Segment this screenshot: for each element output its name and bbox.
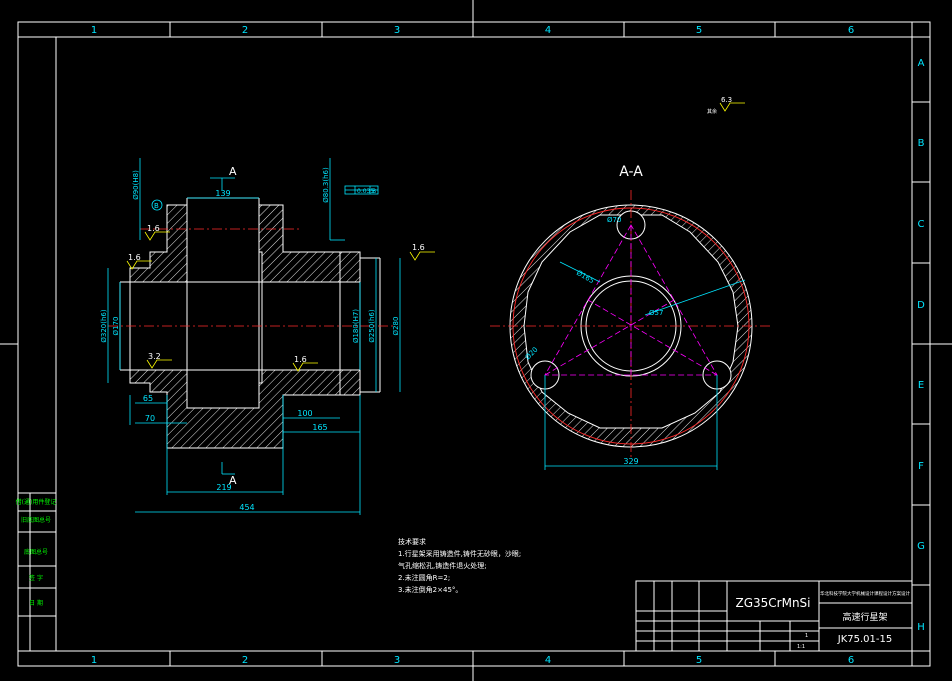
col-label: 2 xyxy=(242,25,248,36)
roughness-value: 1.6 xyxy=(128,253,141,262)
dim-100: 100 xyxy=(297,409,312,418)
row-label: D xyxy=(917,300,925,311)
tolerance-value: 0.035 xyxy=(357,188,374,195)
strip-label: 底图总号 xyxy=(24,548,48,556)
col-label: 4 xyxy=(545,25,551,36)
dim-v: Ø280 xyxy=(392,317,400,336)
dim-70: Ø70 xyxy=(607,216,621,224)
row-label: F xyxy=(918,461,924,472)
strip-label: 旧底图总号 xyxy=(21,516,51,524)
section-a-a-view: A-A 329 Ø70 Ø165 Ø57 xyxy=(490,164,772,470)
col-label: 1 xyxy=(91,25,97,36)
col-label: 5 xyxy=(696,25,702,36)
notes-line: 1.行星架采用铸造件,铸件无砂眼，沙眼; xyxy=(398,549,521,558)
col-label: 3 xyxy=(394,655,400,666)
tech-notes: 技术要求 1.行星架采用铸造件,铸件无砂眼，沙眼; 气孔缩松孔,铸造件退火处理;… xyxy=(398,537,521,594)
school-name: 华北科技学院大学机械设计课程设计方案设计 xyxy=(820,590,910,597)
section-hatch xyxy=(129,204,361,449)
col-label: 5 xyxy=(696,655,702,666)
dim-v: Ø250(h6) xyxy=(368,309,376,342)
count: 1 xyxy=(805,633,808,639)
datum-label: B xyxy=(154,202,159,210)
col-label: 6 xyxy=(848,655,854,666)
rough-other-value: 6.3 xyxy=(721,96,732,104)
roughness-value: 3.2 xyxy=(148,352,161,361)
dim-v: Ø90(H8) xyxy=(132,170,140,200)
row-label: H xyxy=(917,622,925,633)
strip-label: 借(通)用件登记 xyxy=(16,498,57,506)
drawing-number: JK75.01-15 xyxy=(837,634,892,645)
dim-v: Ø320(h6) xyxy=(100,309,108,342)
dim-139: 139 xyxy=(215,189,230,198)
material: ZG35CrMnSi xyxy=(735,596,810,610)
rough-other-label: 其余 xyxy=(707,108,717,115)
row-label: E xyxy=(918,380,924,391)
dim-v: Ø170 xyxy=(112,317,120,336)
dim-329: 329 xyxy=(623,457,638,466)
frame-column-labels-top: 1 2 3 4 5 6 xyxy=(91,25,854,36)
dim-v: Ø80.3(h6) xyxy=(322,167,330,203)
section-title: A-A xyxy=(619,164,643,180)
frame-row-labels: A B C D E F G H xyxy=(917,58,925,633)
front-view: A A B 1.6 1.6 3.2 1.6 1.6 139 65 70 100 … xyxy=(100,102,745,515)
dim-165: 165 xyxy=(312,423,327,432)
dim-65: 65 xyxy=(143,394,153,403)
row-label: C xyxy=(918,219,925,230)
notes-heading: 技术要求 xyxy=(398,537,426,546)
roughness-value: 1.6 xyxy=(412,243,425,252)
title-block: ZG35CrMnSi 华北科技学院大学机械设计课程设计方案设计 高速行星架 JK… xyxy=(635,580,913,652)
row-label: A xyxy=(918,58,925,69)
left-strip: 借(通)用件登记 旧底图总号 底图总号 签 字 日 期 xyxy=(16,492,57,652)
frame-column-labels-bottom: 1 2 3 4 5 6 xyxy=(91,655,854,666)
strip-label: 日 期 xyxy=(29,599,43,607)
tolerance-datum: B xyxy=(372,188,376,195)
strip-label: 签 字 xyxy=(29,574,43,582)
notes-line: 2.未注圆角R=2; xyxy=(398,573,450,582)
notes-line: 气孔缩松孔,铸造件退火处理; xyxy=(398,561,487,570)
scale: 1:1 xyxy=(797,644,805,650)
row-label: B xyxy=(918,138,925,149)
dim-57: Ø57 xyxy=(649,309,663,317)
dim-219: 219 xyxy=(216,483,231,492)
col-label: 4 xyxy=(545,655,551,666)
dim-70: 70 xyxy=(145,414,155,423)
cut-mark: A xyxy=(229,474,237,487)
part-name: 高速行星架 xyxy=(842,611,887,623)
col-label: 2 xyxy=(242,655,248,666)
col-label: 3 xyxy=(394,25,400,36)
dim-454: 454 xyxy=(239,503,254,512)
roughness-value: 1.6 xyxy=(147,224,160,233)
notes-line: 3.未注倒角2×45°。 xyxy=(398,585,462,594)
roughness-value: 1.6 xyxy=(294,355,307,364)
dim-v: Ø180(H7) xyxy=(352,309,360,343)
col-label: 1 xyxy=(91,655,97,666)
col-label: 6 xyxy=(848,25,854,36)
cut-mark: A xyxy=(229,165,237,178)
row-label: G xyxy=(917,541,925,552)
